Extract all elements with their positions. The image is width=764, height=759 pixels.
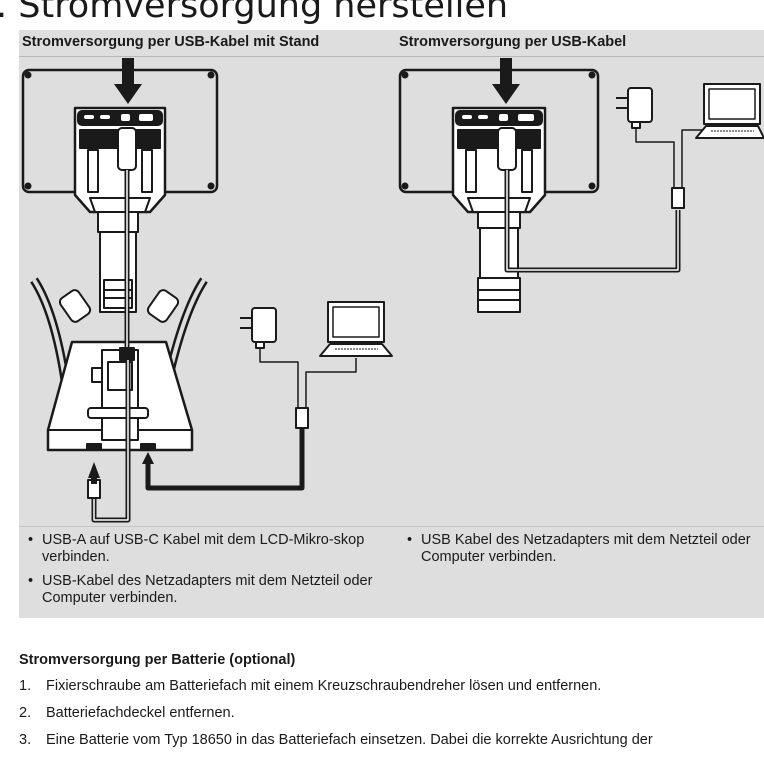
step-number: 3. bbox=[19, 732, 32, 748]
step-text: Batteriefachdeckel entfernen. bbox=[46, 705, 235, 721]
list-item: USB Kabel des Netzadapters mit dem Netzt… bbox=[401, 532, 761, 566]
arrow-down-icon bbox=[114, 58, 142, 104]
battery-steps: 1. Fixierschraube am Batteriefach mit ein… bbox=[19, 678, 653, 759]
laptop-icon bbox=[319, 301, 393, 357]
connection-diagram bbox=[21, 58, 764, 523]
left-bullet-list: USB-A auf USB-C Kabel mit dem LCD-Mikro-… bbox=[22, 532, 397, 614]
right-column-title: Stromversorgung per USB-Kabel bbox=[399, 34, 627, 50]
list-item: 2. Batteriefachdeckel entfernen. bbox=[19, 705, 653, 732]
list-item: 1. Fixierschraube am Batteriefach mit ein… bbox=[19, 678, 653, 705]
step-text: Eine Batterie vom Typ 18650 in das Batte… bbox=[46, 732, 653, 748]
arrow-down-icon bbox=[492, 58, 520, 104]
laptop-icon bbox=[695, 83, 764, 139]
power-adapter-icon bbox=[616, 87, 653, 129]
list-item: USB-Kabel des Netzadapters mit dem Netzt… bbox=[22, 573, 397, 607]
list-item: USB-A auf USB-C Kabel mit dem LCD-Mikro-… bbox=[22, 532, 397, 566]
step-number: 2. bbox=[19, 705, 32, 721]
right-bullet-list: USB Kabel des Netzadapters mit dem Netzt… bbox=[401, 532, 761, 573]
battery-section-title: Stromversorgung per Batterie (optional) bbox=[19, 652, 296, 668]
stand-base bbox=[46, 340, 194, 452]
step-number: 1. bbox=[19, 678, 32, 694]
microscope-body-left bbox=[73, 106, 167, 214]
header-divider bbox=[19, 56, 764, 57]
microscope-body-right bbox=[451, 106, 547, 313]
page-heading: . Stromversorgung herstellen bbox=[0, 0, 509, 26]
power-adapter-icon bbox=[240, 307, 277, 349]
bullets-divider bbox=[19, 526, 764, 527]
left-column-title: Stromversorgung per USB-Kabel mit Stand bbox=[22, 34, 320, 50]
list-item: 3. Eine Batterie vom Typ 18650 in das Bat… bbox=[19, 732, 653, 759]
usb-plug-icon bbox=[87, 462, 101, 499]
step-text: Fixierschraube am Batteriefach mit einem… bbox=[46, 678, 602, 694]
